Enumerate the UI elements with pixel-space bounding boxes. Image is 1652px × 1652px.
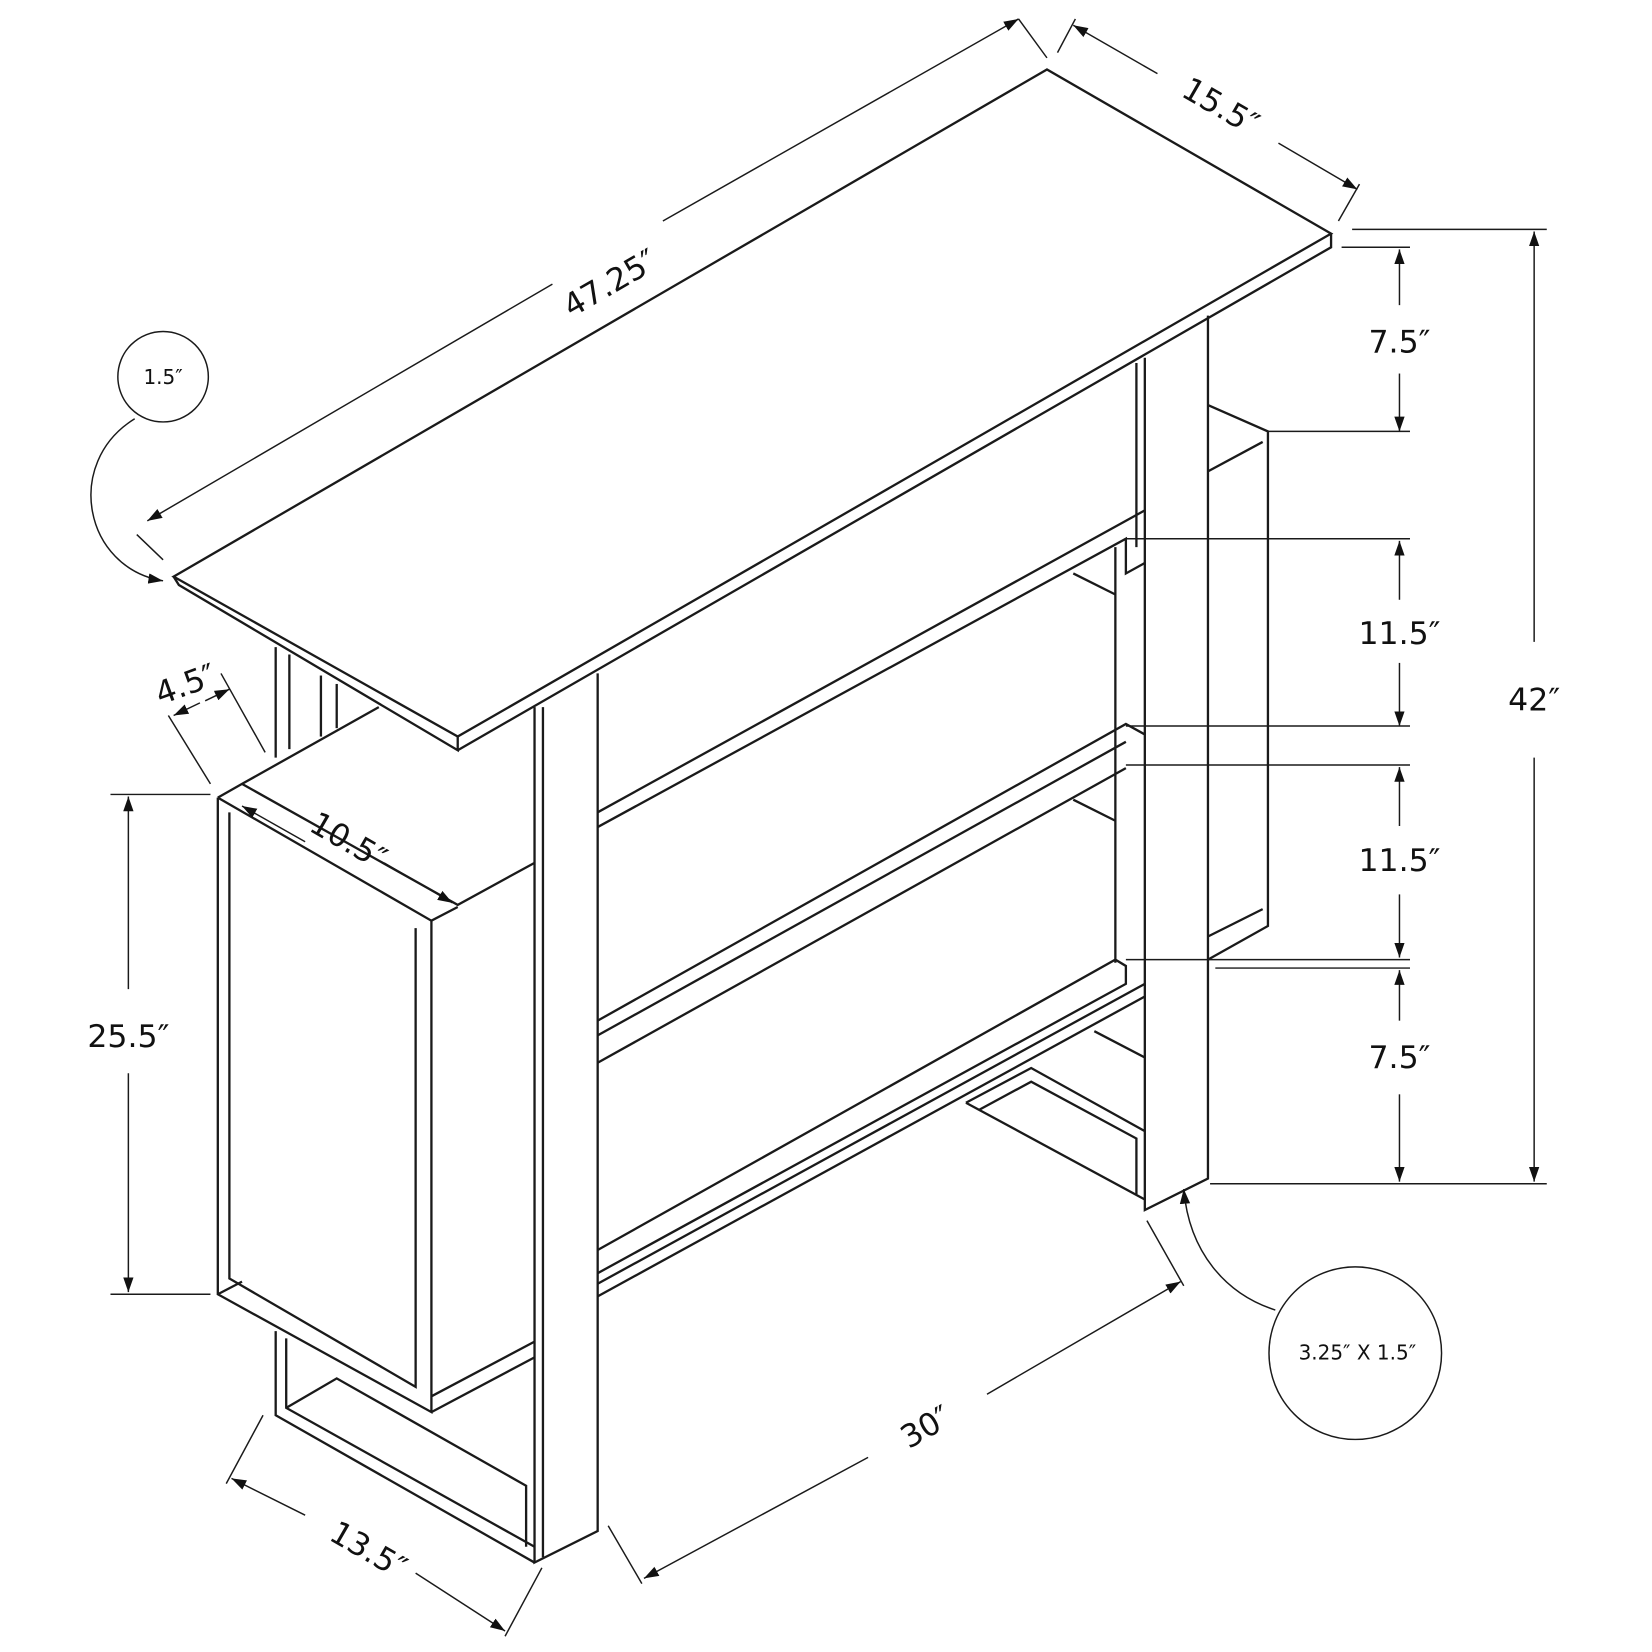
right-base-frame (965, 1066, 1146, 1201)
left-base-frame (274, 647, 536, 1564)
right-leg (1135, 315, 1210, 1212)
floor-clearance-label: 7.5″ (1368, 1040, 1430, 1076)
callout-circles (117, 330, 1443, 1441)
shelves (597, 509, 1146, 1298)
cabinet-offset-label: 4.5″ (151, 657, 222, 712)
overall-height-label: 42″ (1508, 682, 1560, 718)
center-leg (533, 673, 599, 1565)
cabinet-height-label: 25.5″ (87, 1019, 169, 1055)
overall-depth-label: 15.5″ (1176, 71, 1265, 143)
right-side-panel (1207, 404, 1270, 961)
base-length-label: 30″ (895, 1399, 958, 1456)
upper-clearance-label: 7.5″ (1368, 324, 1430, 360)
leg-size-callout (1268, 1266, 1443, 1441)
left-cabinet (216, 706, 536, 1415)
base-depth-label: 13.5″ (323, 1515, 412, 1587)
table-top (171, 68, 1334, 753)
top-thickness-callout (117, 330, 210, 423)
shelf-gap-2-label: 11.5″ (1358, 843, 1440, 879)
overall-length-label: 47.25″ (557, 243, 664, 325)
top-thickness-label: 1.5″ (143, 365, 182, 389)
leg-size-label: 3.25″ X 1.5″ (1299, 1340, 1417, 1364)
shelf-gap-1-label: 11.5″ (1358, 616, 1440, 652)
dimension-lines (90, 18, 1547, 1637)
cabinet-depth-label: 10.5″ (304, 805, 393, 877)
